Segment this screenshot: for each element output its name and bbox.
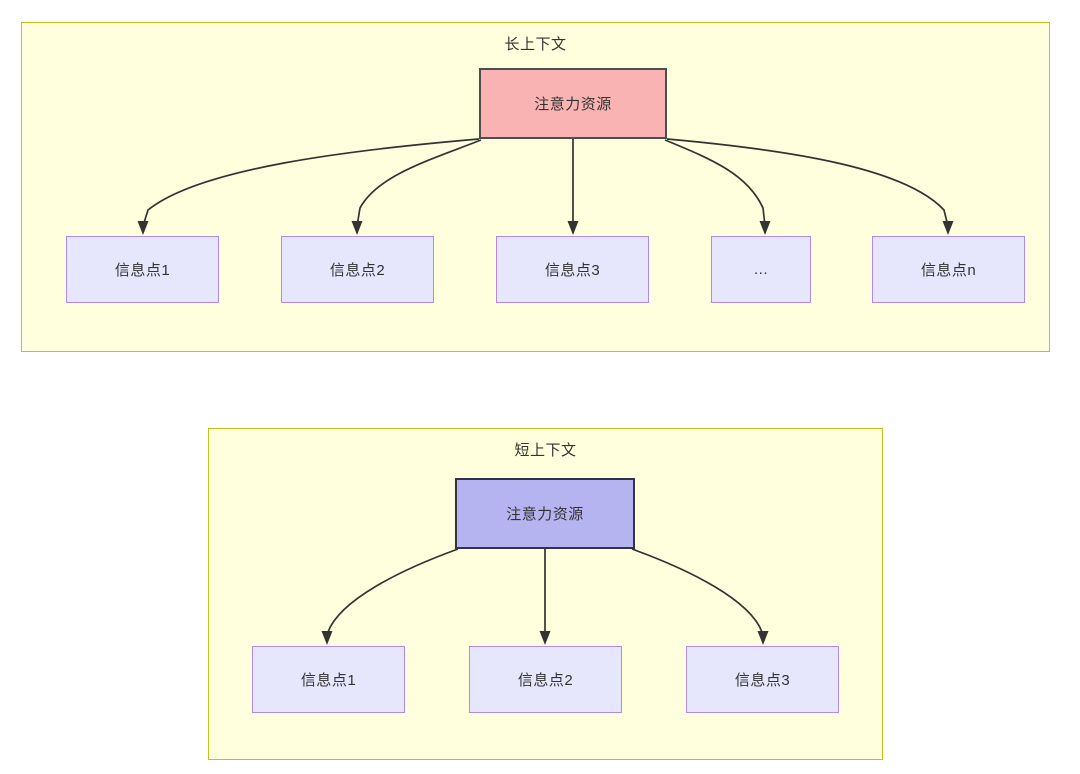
node-long-info-point-ellipsis[interactable]: ... xyxy=(711,236,811,303)
node-label: 信息点3 xyxy=(544,262,601,279)
node-label: 信息点1 xyxy=(300,672,357,689)
node-long-attention-resource[interactable]: 注意力资源 xyxy=(479,68,667,139)
node-short-info-point-3[interactable]: 信息点3 xyxy=(686,646,839,713)
node-long-info-point-1[interactable]: 信息点1 xyxy=(66,236,219,303)
node-label: 注意力资源 xyxy=(534,96,612,113)
node-label: ... xyxy=(753,261,768,278)
node-label: 信息点2 xyxy=(517,672,574,689)
node-short-attention-resource[interactable]: 注意力资源 xyxy=(455,478,635,549)
node-label: 注意力资源 xyxy=(506,506,584,523)
node-label: 信息点2 xyxy=(329,262,386,279)
node-long-info-point-n[interactable]: 信息点n xyxy=(872,236,1025,303)
node-label: 信息点n xyxy=(920,262,977,279)
group-short-context-title: 短上下文 xyxy=(514,442,577,459)
group-long-context-title: 长上下文 xyxy=(504,36,567,53)
node-short-info-point-1[interactable]: 信息点1 xyxy=(252,646,405,713)
node-long-info-point-2[interactable]: 信息点2 xyxy=(281,236,434,303)
node-label: 信息点3 xyxy=(734,672,791,689)
node-long-info-point-3[interactable]: 信息点3 xyxy=(496,236,649,303)
node-short-info-point-2[interactable]: 信息点2 xyxy=(469,646,622,713)
node-label: 信息点1 xyxy=(114,262,171,279)
